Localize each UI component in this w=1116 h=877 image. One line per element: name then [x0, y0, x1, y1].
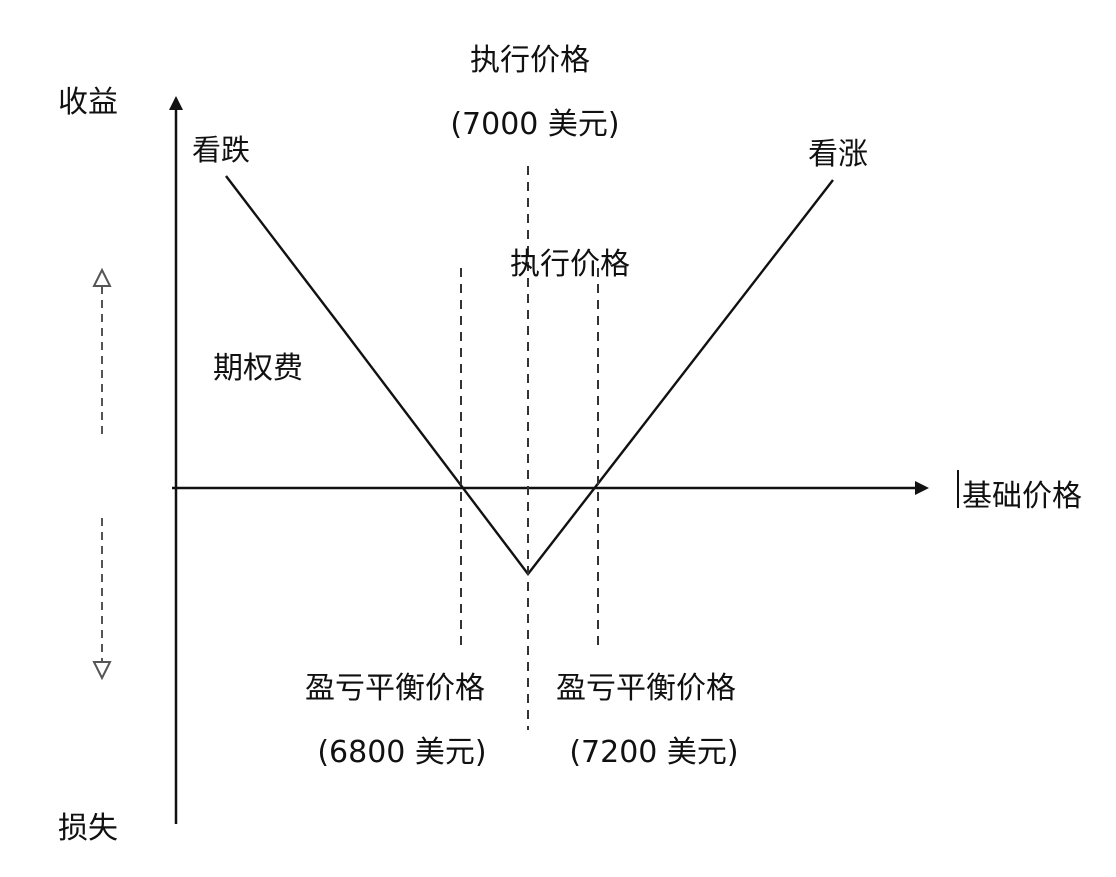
- put-label: 看跌: [192, 133, 250, 167]
- strike-title-inner: 执行价格: [510, 247, 630, 282]
- premium-arrow-down-head: [92, 661, 112, 681]
- breakeven-right-title: 盈亏平衡价格: [556, 671, 736, 706]
- payoff-line: [225, 175, 834, 576]
- call-label: 看涨: [808, 137, 868, 172]
- breakeven-left-title: 盈亏平衡价格: [305, 671, 485, 706]
- premium-label: 期权费: [213, 351, 303, 386]
- breakeven-left-value: (6800 美元): [317, 735, 486, 770]
- y-axis-negative-label: 损失: [58, 811, 118, 846]
- x-axis-label: 基础价格: [962, 479, 1082, 514]
- y-axis-positive-label: 收益: [58, 85, 118, 120]
- strike-title: 执行价格: [470, 43, 590, 78]
- breakeven-right-value: (7200 美元): [569, 735, 738, 770]
- strike-value: (7000 美元): [450, 107, 619, 142]
- premium-arrow-up-head: [92, 267, 112, 287]
